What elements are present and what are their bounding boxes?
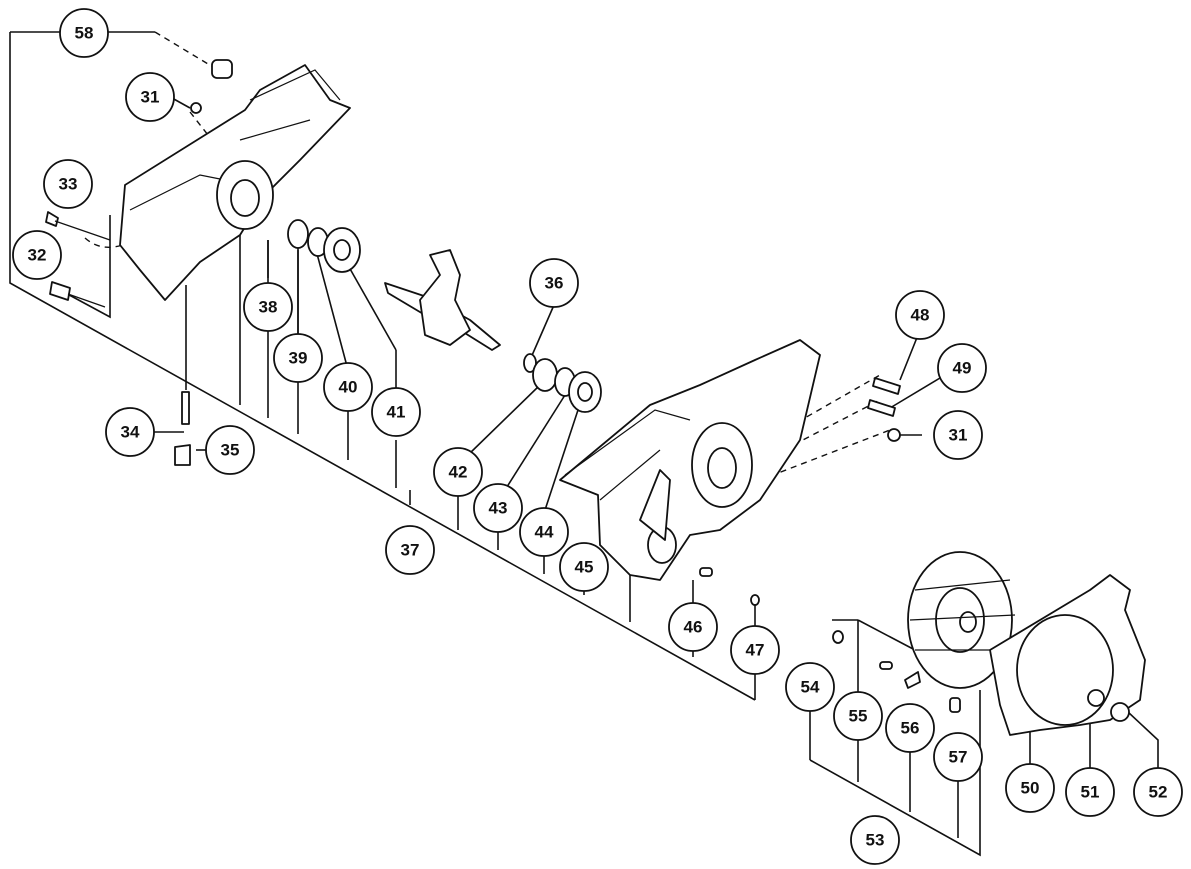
bearings-right xyxy=(523,353,602,413)
callout-43: 43 xyxy=(473,483,523,533)
left-crankcase-half xyxy=(119,59,351,301)
small-parts-ignition xyxy=(832,630,961,713)
starter-cover xyxy=(989,574,1146,736)
svg-text:36: 36 xyxy=(545,274,564,293)
svg-text:47: 47 xyxy=(746,641,765,660)
svg-text:31: 31 xyxy=(949,426,968,445)
svg-text:48: 48 xyxy=(911,306,930,325)
callout-44: 44 xyxy=(519,507,569,557)
callout-40: 40 xyxy=(323,362,373,412)
svg-text:37: 37 xyxy=(401,541,420,560)
callout-33: 33 xyxy=(43,159,93,209)
callout-51: 51 xyxy=(1065,767,1115,817)
svg-text:53: 53 xyxy=(866,831,885,850)
svg-text:34: 34 xyxy=(121,423,140,442)
callout-57: 57 xyxy=(933,732,983,782)
svg-text:58: 58 xyxy=(75,24,94,43)
callout-46: 46 xyxy=(668,602,718,652)
callout-32: 32 xyxy=(12,230,62,280)
svg-text:49: 49 xyxy=(953,359,972,378)
svg-text:39: 39 xyxy=(289,349,308,368)
svg-text:46: 46 xyxy=(684,618,703,637)
svg-text:38: 38 xyxy=(259,298,278,317)
svg-text:33: 33 xyxy=(59,175,78,194)
callout-54: 54 xyxy=(785,662,835,712)
callout-53: 53 xyxy=(850,815,900,865)
callout-48: 48 xyxy=(895,290,945,340)
svg-text:32: 32 xyxy=(28,246,47,265)
callout-45: 45 xyxy=(559,542,609,592)
callout-47: 47 xyxy=(730,625,780,675)
svg-text:44: 44 xyxy=(535,523,554,542)
callout-38: 38 xyxy=(243,282,293,332)
svg-text:40: 40 xyxy=(339,378,358,397)
svg-text:54: 54 xyxy=(801,678,820,697)
callout-31-right: 31 xyxy=(933,410,983,460)
svg-text:50: 50 xyxy=(1021,779,1040,798)
callout-36: 36 xyxy=(529,258,579,308)
svg-text:52: 52 xyxy=(1149,783,1168,802)
svg-text:31: 31 xyxy=(141,88,160,107)
callout-50: 50 xyxy=(1005,763,1055,813)
svg-text:55: 55 xyxy=(849,707,868,726)
svg-text:41: 41 xyxy=(387,403,406,422)
callout-55: 55 xyxy=(833,691,883,741)
svg-text:51: 51 xyxy=(1081,783,1100,802)
svg-text:43: 43 xyxy=(489,499,508,518)
callout-31-top: 31 xyxy=(125,72,175,122)
callout-41: 41 xyxy=(371,387,421,437)
small-parts-left xyxy=(45,211,361,466)
callout-56: 56 xyxy=(885,703,935,753)
svg-text:56: 56 xyxy=(901,719,920,738)
callout-37: 37 xyxy=(385,525,435,575)
callout-58: 58 xyxy=(59,8,109,58)
svg-text:35: 35 xyxy=(221,441,240,460)
right-crankcase-half xyxy=(559,339,901,606)
callout-52: 52 xyxy=(1133,767,1183,817)
svg-text:45: 45 xyxy=(575,558,594,577)
flywheel xyxy=(907,551,1016,689)
callout-49: 49 xyxy=(937,343,987,393)
svg-text:42: 42 xyxy=(449,463,468,482)
callout-39: 39 xyxy=(273,333,323,383)
svg-text:57: 57 xyxy=(949,748,968,767)
crankshaft xyxy=(384,249,501,351)
callout-35: 35 xyxy=(205,425,255,475)
callout-34: 34 xyxy=(105,407,155,457)
callout-42: 42 xyxy=(433,447,483,497)
